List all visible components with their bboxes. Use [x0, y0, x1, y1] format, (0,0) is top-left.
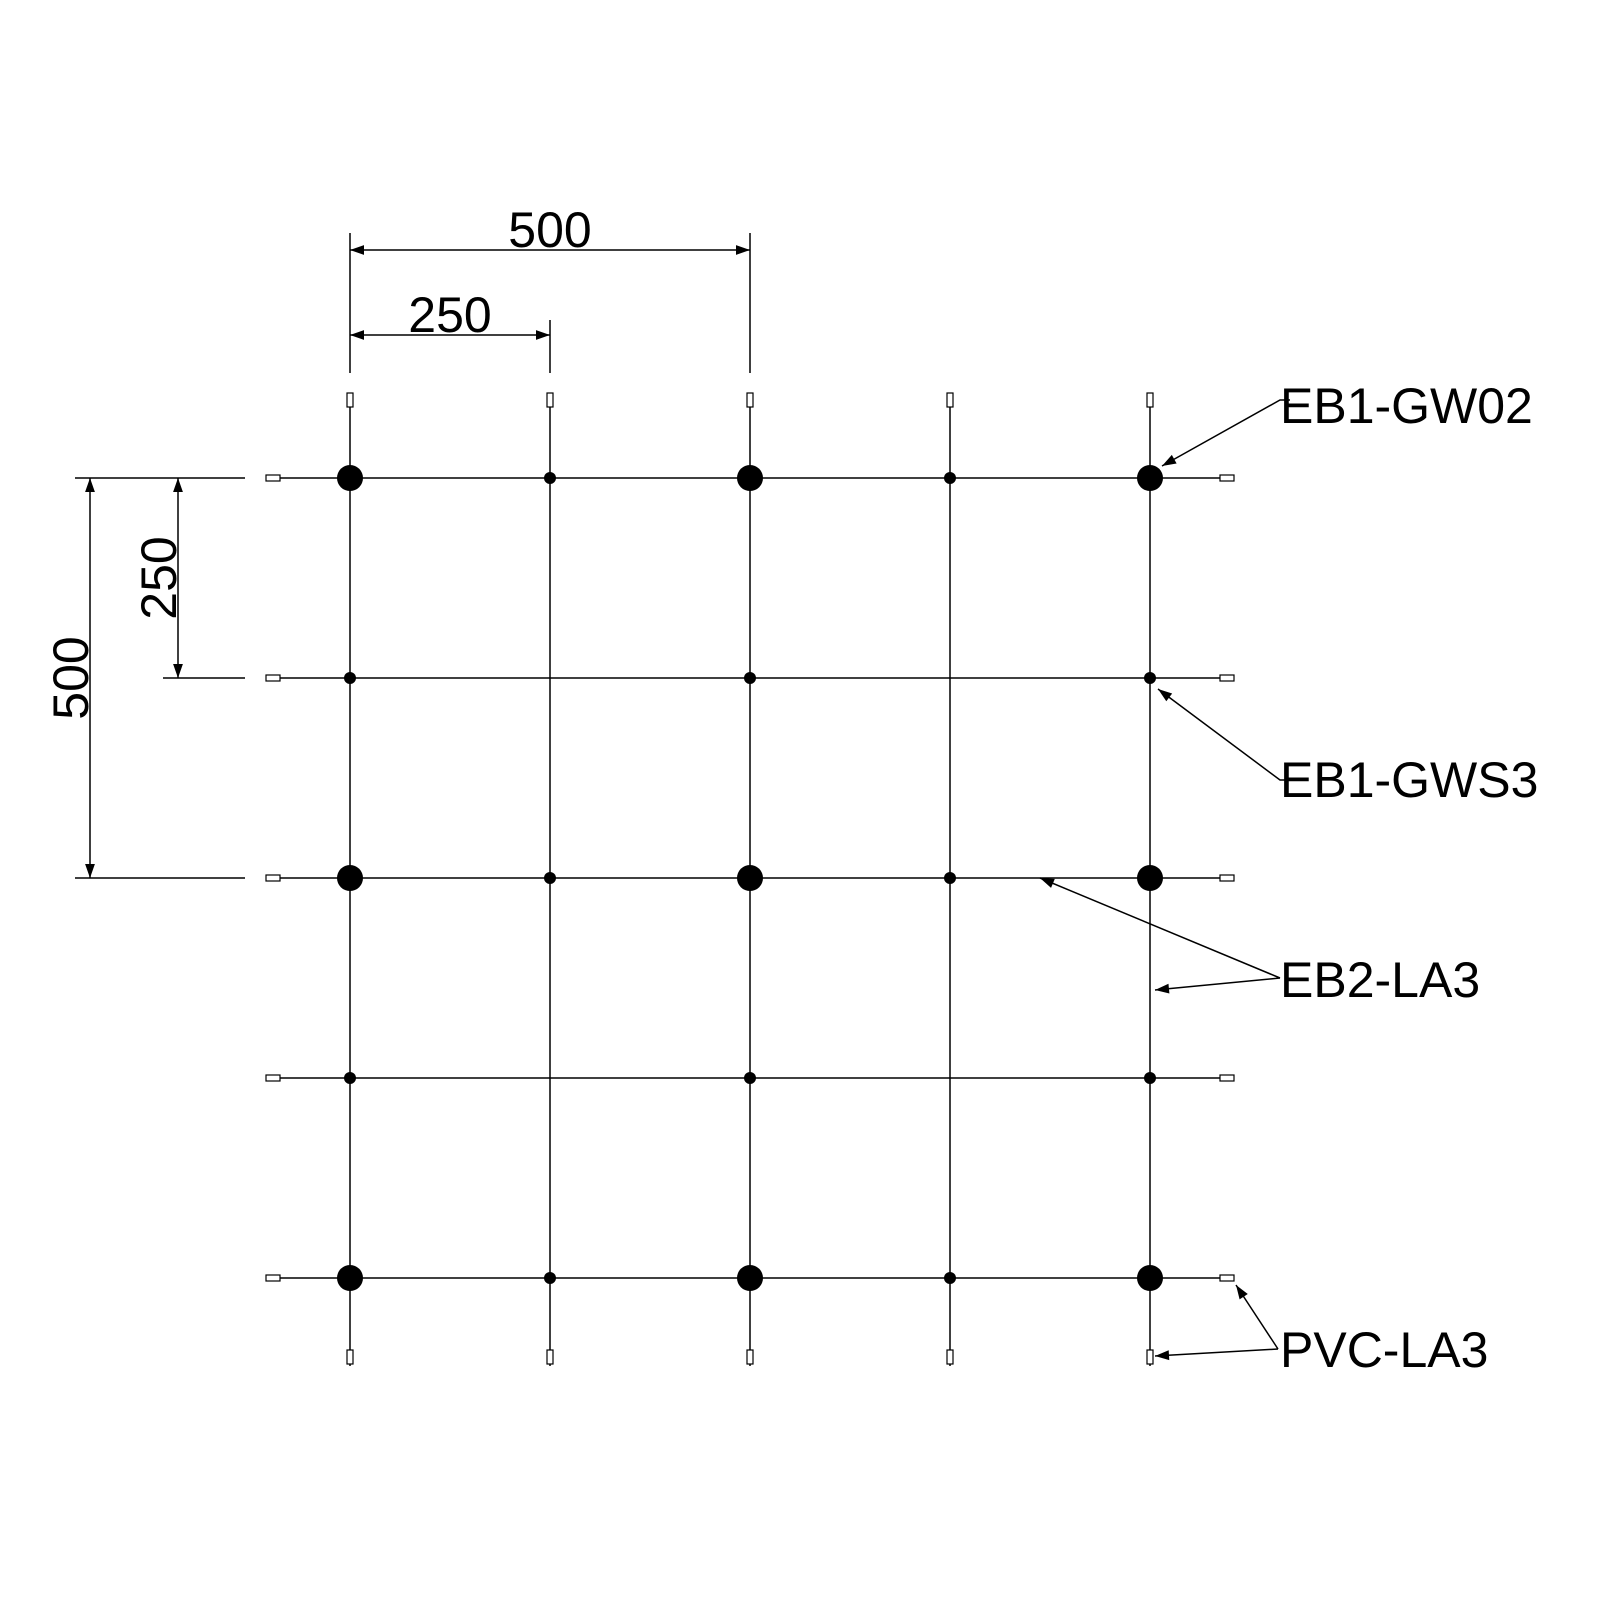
label-eb1-gw02: EB1-GW02	[1280, 378, 1533, 434]
large-node-r5c1	[337, 1265, 363, 1291]
small-node-r4c5	[1144, 1072, 1156, 1084]
small-node-r2c3	[744, 672, 756, 684]
dimension-left-500	[75, 477, 245, 879]
large-node-r5c3	[737, 1265, 763, 1291]
large-node-r1c1	[337, 465, 363, 491]
bar-end-cap-left-2	[265, 674, 281, 682]
rebar-grid	[265, 392, 1235, 1366]
small-node-r3c4	[944, 872, 956, 884]
dimension-label-left-250: 250	[131, 536, 187, 619]
bar-end-cap-top-2	[546, 392, 554, 408]
small-node-r3c2	[544, 872, 556, 884]
dimension-label-left-500: 500	[43, 636, 99, 719]
bar-end-cap-bottom-1	[346, 1349, 354, 1365]
large-node-r3c5	[1137, 865, 1163, 891]
bar-end-cap-bottom-4	[946, 1349, 954, 1365]
leader-eb1-gws3	[1157, 688, 1290, 781]
small-node-r5c2	[544, 1272, 556, 1284]
bar-end-cap-right-1	[1219, 474, 1235, 482]
leader-pvc-la3	[1154, 1284, 1279, 1361]
leader-eb2-la3	[1039, 877, 1281, 994]
bar-end-cap-top-3	[746, 392, 754, 408]
leader-eb1-gw02	[1161, 399, 1290, 467]
bar-end-cap-left-3	[265, 874, 281, 882]
dimension-label-top-250: 250	[408, 287, 491, 343]
label-pvc-la3: PVC-LA3	[1280, 1322, 1488, 1378]
label-eb1-gws3: EB1-GWS3	[1280, 752, 1538, 808]
large-node-r3c3	[737, 865, 763, 891]
label-eb2-la3: EB2-LA3	[1280, 952, 1480, 1008]
bar-end-cap-left-4	[265, 1074, 281, 1082]
large-node-r1c5	[1137, 465, 1163, 491]
small-node-r1c2	[544, 472, 556, 484]
large-node-r3c1	[337, 865, 363, 891]
bar-end-cap-bottom-5	[1146, 1349, 1154, 1365]
bar-end-cap-right-5	[1219, 1274, 1235, 1282]
bar-end-cap-right-4	[1219, 1074, 1235, 1082]
bar-end-cap-right-3	[1219, 874, 1235, 882]
large-node-r5c5	[1137, 1265, 1163, 1291]
small-node-r1c4	[944, 472, 956, 484]
bar-end-cap-left-5	[265, 1274, 281, 1282]
large-node-r1c3	[737, 465, 763, 491]
bar-end-cap-bottom-2	[546, 1349, 554, 1365]
small-node-r4c3	[744, 1072, 756, 1084]
bar-end-cap-top-1	[346, 392, 354, 408]
bar-end-cap-top-5	[1146, 392, 1154, 408]
dimension-top-250	[350, 320, 551, 373]
small-node-r5c4	[944, 1272, 956, 1284]
bar-end-cap-left-1	[265, 474, 281, 482]
bar-end-cap-bottom-3	[746, 1349, 754, 1365]
small-node-r2c1	[344, 672, 356, 684]
dimension-top-500	[349, 233, 751, 373]
small-node-r2c5	[1144, 672, 1156, 684]
dimension-left-250	[163, 478, 245, 679]
dimension-label-top-500: 500	[508, 202, 591, 258]
bar-end-cap-right-2	[1219, 674, 1235, 682]
bar-end-cap-top-4	[946, 392, 954, 408]
small-node-r4c1	[344, 1072, 356, 1084]
